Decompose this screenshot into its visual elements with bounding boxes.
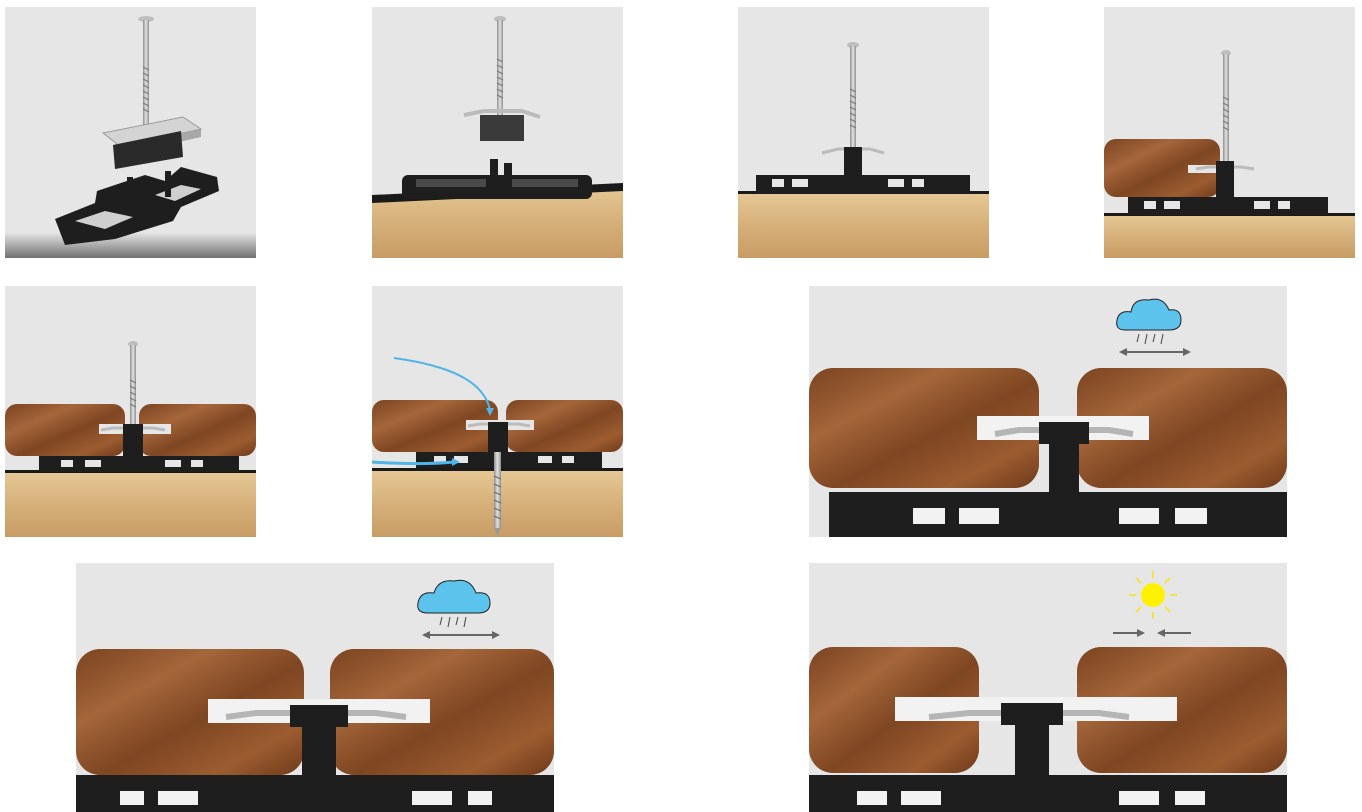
- step-8-panel: [76, 563, 554, 812]
- clip-base: [829, 492, 1287, 537]
- step-2-panel: [372, 7, 623, 258]
- rain-expansion-illustration: [76, 563, 554, 812]
- step-4-panel: [1104, 7, 1355, 258]
- joist: [5, 472, 256, 537]
- clip-base: [1128, 197, 1328, 215]
- water-drainage-illustration: [372, 286, 623, 537]
- step-7-panel: [809, 286, 1287, 537]
- clip-above-base-illustration: [372, 7, 623, 258]
- sun-contraction-illustration: [809, 563, 1287, 812]
- step-1-panel: [5, 7, 256, 258]
- exploded-view-illustration: [5, 7, 256, 258]
- joist: [1104, 215, 1355, 258]
- first-board-illustration: [1104, 7, 1355, 258]
- step-6-panel: [372, 286, 623, 537]
- rain-expansion-illustration: [809, 286, 1287, 537]
- joist: [738, 193, 989, 258]
- step-3-panel: [738, 7, 989, 258]
- step-5-panel: [5, 286, 256, 537]
- clip-base: [756, 175, 970, 193]
- clip-assembled-illustration: [738, 7, 989, 258]
- step-9-panel: [809, 563, 1287, 812]
- floor-shadow: [5, 233, 256, 258]
- both-boards-illustration: [5, 286, 256, 537]
- screw-in-joist: [494, 452, 501, 536]
